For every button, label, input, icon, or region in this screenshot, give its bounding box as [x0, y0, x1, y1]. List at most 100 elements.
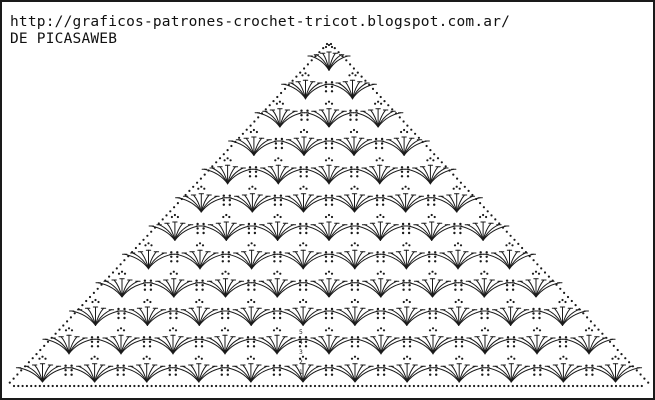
chain-cluster — [298, 279, 308, 291]
chain-dot — [505, 288, 509, 291]
chain-dot — [305, 175, 308, 178]
picot-tip — [354, 74, 357, 77]
double-crochet-stitch — [382, 253, 407, 270]
edge-dot — [624, 357, 627, 360]
chain-dot — [591, 373, 594, 376]
double-crochet-stitch — [140, 251, 149, 270]
chain-dot — [170, 255, 173, 258]
picot-tip — [120, 270, 124, 273]
edge-dot — [230, 144, 233, 148]
fan-motif — [303, 100, 355, 128]
chain-dot — [304, 288, 308, 291]
picot-tip — [406, 130, 409, 134]
fan-motif — [328, 298, 382, 326]
edge-dot — [268, 104, 271, 107]
chain-cluster — [64, 364, 73, 376]
fan-motif — [278, 128, 330, 156]
edge-dot — [77, 308, 80, 311]
edge-dot — [448, 169, 451, 172]
chain-dot — [434, 307, 437, 311]
double-crochet-stitch — [302, 253, 328, 270]
edge-dot — [391, 108, 394, 111]
picot-tip — [324, 159, 328, 162]
picot-tip — [304, 72, 307, 75]
chain-dot — [313, 384, 317, 388]
chain-dot — [374, 384, 377, 388]
double-crochet-stitch — [95, 310, 120, 326]
double-crochet-stitch — [226, 310, 252, 326]
picot-tip — [274, 159, 277, 162]
chain-dot — [324, 251, 328, 254]
chain-dot — [485, 251, 488, 254]
chain-cluster — [481, 364, 490, 376]
chain-dot — [512, 340, 516, 343]
chain-dot — [248, 175, 252, 178]
double-crochet-stitch — [580, 336, 590, 355]
double-crochet-stitch — [355, 112, 379, 128]
picot-tip — [455, 357, 458, 360]
chain-dot — [305, 384, 308, 388]
chain-dot — [258, 384, 261, 388]
edge-dot — [574, 304, 577, 307]
edge-dot — [62, 324, 65, 327]
edge-dot — [371, 87, 375, 90]
chain-dot — [330, 85, 334, 89]
chain-dot — [51, 384, 54, 388]
fan-motif — [147, 270, 201, 298]
chain-cluster — [196, 222, 205, 235]
fan-motif — [354, 270, 408, 298]
chain-dot — [94, 384, 97, 388]
chain-dot — [356, 222, 359, 226]
chain-dot — [283, 384, 286, 388]
picot-tip — [223, 159, 226, 162]
double-crochet-stitch — [502, 364, 512, 383]
fan-motif — [302, 327, 356, 355]
chain-cluster — [116, 364, 125, 376]
picot-tip — [90, 357, 93, 360]
picot-tip — [562, 355, 565, 358]
fan-motif — [432, 355, 486, 383]
picot-tip — [41, 355, 44, 358]
chain-dot — [168, 369, 171, 372]
double-crochet-stitch — [355, 168, 381, 185]
chain-dot — [324, 364, 328, 367]
double-crochet-stitch — [322, 52, 330, 71]
chain-dot — [408, 288, 411, 291]
double-crochet-stitch — [354, 367, 380, 383]
chain-dot — [402, 336, 406, 339]
chain-dot — [196, 222, 199, 226]
edge-dot — [559, 287, 562, 290]
chain-dot — [150, 384, 153, 388]
chain-cluster — [324, 194, 334, 206]
fan-motif — [250, 270, 304, 298]
picot-tip — [324, 102, 328, 105]
chain-cluster — [298, 336, 308, 348]
chain-dot — [227, 312, 230, 315]
chain-dot — [404, 384, 407, 388]
chain-dot — [391, 384, 394, 388]
chain-dot — [247, 284, 250, 287]
chain-dot — [376, 364, 380, 367]
chain-cluster — [324, 137, 334, 150]
chain-cluster — [558, 336, 568, 348]
chain-dot — [305, 231, 308, 235]
edge-dot — [253, 120, 256, 123]
picot-tip — [251, 185, 254, 188]
edge-dot — [218, 157, 222, 160]
chain-dot — [116, 369, 119, 372]
chain-cluster — [375, 194, 385, 206]
fan-motif — [173, 242, 227, 270]
chain-dot — [330, 203, 334, 206]
picot-tip — [330, 159, 334, 162]
edge-dot — [188, 189, 191, 192]
picot-tip — [198, 242, 202, 245]
double-crochet-stitch — [502, 307, 512, 326]
fan-motif — [484, 355, 538, 383]
picot-tip — [456, 242, 460, 245]
edge-dot — [24, 365, 27, 368]
picot-tip — [252, 128, 255, 132]
double-crochet-stitch — [483, 282, 509, 298]
chain-dot — [175, 316, 178, 320]
chain-dot — [195, 279, 198, 282]
chain-dot — [399, 384, 403, 388]
